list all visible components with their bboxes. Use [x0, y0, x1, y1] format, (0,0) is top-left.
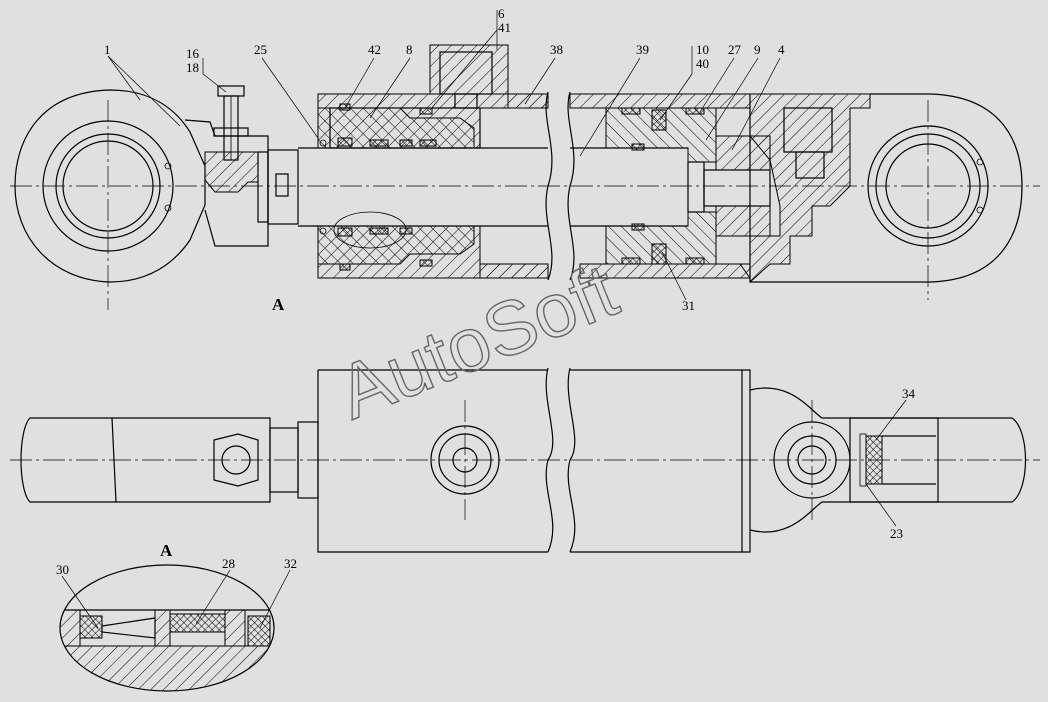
gland-upper — [317, 44, 549, 149]
label-part-8: 8 — [406, 42, 413, 57]
label-part-18: 18 — [186, 60, 199, 75]
label-part-4: 4 — [778, 42, 785, 57]
label-part-31: 31 — [682, 298, 695, 313]
section-view — [10, 10, 1040, 310]
detail-a — [59, 564, 291, 692]
label-part-25: 25 — [254, 42, 267, 57]
label-part-6: 6 — [498, 6, 505, 21]
label-part-34: 34 — [902, 386, 916, 401]
view-a-marker: A — [272, 295, 285, 314]
cylinder-bottom — [739, 93, 1023, 300]
label-part-9: 9 — [754, 42, 761, 57]
rod-eye-left — [14, 85, 269, 310]
label-part-23: 23 — [890, 526, 903, 541]
label-part-40: 40 — [696, 56, 709, 71]
label-part-16: 16 — [186, 46, 200, 61]
part-labels: 1 16 18 25 42 8 6 41 38 39 10 40 27 9 4 … — [56, 6, 916, 577]
detail-a-title: A — [160, 541, 173, 560]
label-part-30: 30 — [56, 562, 69, 577]
label-part-32: 32 — [284, 556, 297, 571]
label-part-39: 39 — [636, 42, 649, 57]
label-part-28: 28 — [222, 556, 235, 571]
label-part-1: 1 — [104, 42, 111, 57]
external-view — [10, 367, 1040, 553]
label-part-41: 41 — [498, 20, 511, 35]
piston — [605, 107, 771, 265]
label-part-10: 10 — [696, 42, 709, 57]
label-part-42: 42 — [368, 42, 381, 57]
label-part-38: 38 — [550, 42, 563, 57]
leader-lines — [107, 10, 781, 301]
label-part-27: 27 — [728, 42, 742, 57]
